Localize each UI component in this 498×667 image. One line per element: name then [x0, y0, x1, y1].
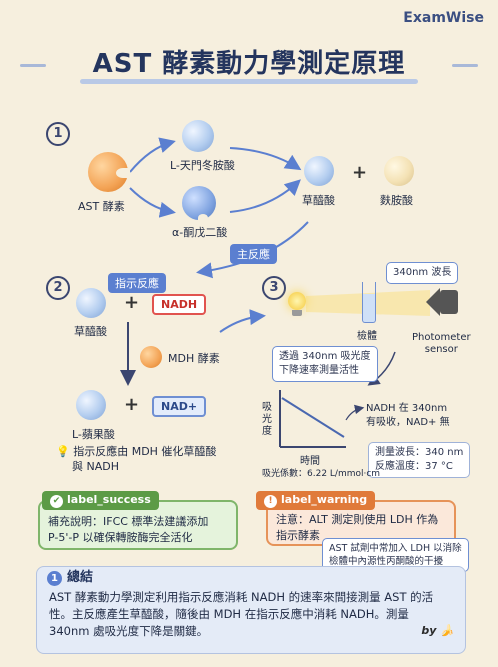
sensor-label: Photometer sensor — [412, 332, 471, 356]
measure-line1: 測量波長：340 nm — [375, 447, 464, 458]
title-block: AST 酵素動力學測定原理 — [20, 44, 478, 84]
summary-box: 1 總結 AST 酵素動力學測定利用指示反應消耗 NADH 的速率來間接測量 AS… — [36, 566, 466, 654]
step3-desc-line1: 透過 340nm 吸光度 — [279, 351, 371, 362]
oxaloacetate-label: 草醯酸 — [302, 194, 335, 207]
step1-number: 1 — [46, 122, 70, 146]
malate-molecule — [76, 390, 106, 420]
warning-tag: ! label_warning — [256, 491, 376, 510]
oxaloacetate-molecule-2 — [76, 288, 106, 318]
y-axis-label: 吸光度 — [262, 402, 272, 437]
success-tag-text: label_success — [67, 493, 151, 506]
warning-line2: 指示酵素 — [276, 529, 320, 542]
photometer-body — [440, 290, 458, 314]
photometer-icon — [426, 288, 440, 316]
nadplus-badge: NAD+ — [152, 396, 207, 417]
x-axis-label: 時間 — [300, 456, 320, 467]
step3-desc-line2: 下降速率測量活性 — [279, 365, 359, 376]
sensor-label-line2: sensor — [424, 344, 458, 355]
warning-line1: 注意：ALT 測定則使用 LDH 作為 — [276, 513, 439, 526]
plus-sign: + — [352, 162, 368, 183]
indicator-reaction-tag: 指示反應 — [108, 273, 166, 293]
mdh-enzyme-label: MDH 酵素 — [168, 352, 220, 365]
alpha-ketoglutarate-label: α-酮戊二酸 — [172, 226, 228, 239]
step2-number: 2 — [46, 276, 70, 300]
oxaloacetate-molecule — [304, 156, 334, 186]
bulb-base — [292, 310, 302, 316]
nadh-note-line1: NADH 在 340nm — [366, 403, 448, 414]
malate-label: L-蘋果酸 — [72, 428, 115, 441]
ast-enzyme-label: AST 酵素 — [78, 200, 125, 213]
nadh-badge: NADH — [152, 294, 207, 315]
aspartate-label: L-天門冬胺酸 — [170, 159, 235, 172]
summary-line2: 性。主反應產生草醯酸，隨後由 MDH 在指示反應中消耗 NADH。測量 — [49, 607, 409, 621]
absorbance-curve — [281, 397, 345, 438]
page-title: AST 酵素動力學測定原理 — [92, 49, 406, 79]
success-line2: P-5'-P 以確保轉胺酶完全活化 — [48, 531, 193, 544]
summary-heading: 1 總結 — [47, 569, 93, 586]
cuvette-icon — [362, 282, 376, 323]
warning-tag-text: label_warning — [281, 493, 368, 506]
sensor-label-line1: Photometer — [412, 332, 471, 343]
nadh-note-line2: 有吸收，NAD+ 無 — [366, 417, 450, 428]
warning-icon: ! — [264, 495, 277, 508]
glutamate-label: 麩胺酸 — [380, 194, 413, 207]
byline: by 🍌 — [421, 624, 454, 637]
brand-logo: ExamWise — [403, 10, 484, 26]
byline-text: by — [421, 624, 437, 637]
bulb-icon — [288, 292, 306, 310]
title-dash-left — [20, 64, 46, 67]
step2-note: 💡 指示反應由 MDH 催化草醯酸 與 NADH — [56, 444, 216, 474]
title-underline — [80, 79, 418, 84]
warning-sub-line2: 檢體中內源性丙酮酸的干擾 — [329, 556, 444, 567]
nadh-absorption-note: NADH 在 340nm 有吸收，NAD+ 無 — [366, 402, 450, 430]
glutamate-molecule — [384, 156, 414, 186]
plus-sign-2: + — [124, 292, 140, 313]
bulb-icon: 💡 — [56, 445, 70, 458]
success-line1: 補充說明：IFCC 標準法建議添加 — [48, 515, 209, 528]
warning-sub-line1: AST 試劑中常加入 LDH 以消除 — [329, 543, 462, 554]
banana-icon: 🍌 — [440, 624, 454, 637]
plus-sign-3: + — [124, 394, 140, 415]
step3-number: 3 — [262, 276, 286, 300]
success-tag: ✔ label_success — [42, 491, 159, 510]
step2-note-line2: 與 NADH — [72, 460, 119, 473]
extinction-coefficient: 吸光係數：6.22 L/mmol·cm — [262, 469, 381, 479]
step2-note-line1: 指示反應由 MDH 催化草醯酸 — [73, 445, 217, 458]
step3-description: 透過 340nm 吸光度 下降速率測量活性 — [272, 346, 378, 382]
measure-line2: 反應溫度：37 °C — [375, 461, 453, 472]
main-reaction-tag: 主反應 — [230, 244, 277, 264]
wavelength-callout: 340nm 波長 — [386, 262, 459, 284]
check-icon: ✔ — [50, 495, 63, 508]
summary-line1: AST 酵素動力學測定利用指示反應消耗 NADH 的速率來間接測量 AST 的活 — [49, 590, 434, 604]
title-dash-right — [452, 64, 478, 67]
sample-label: 檢體 — [357, 331, 377, 342]
mdh-enzyme-icon — [140, 346, 162, 368]
summary-heading-text: 總結 — [67, 570, 94, 585]
oxaloacetate-label-2: 草醯酸 — [74, 325, 107, 338]
aspartate-molecule — [182, 120, 214, 152]
measurement-conditions: 測量波長：340 nm 反應溫度：37 °C — [368, 442, 471, 478]
summary-number: 1 — [47, 571, 62, 586]
summary-line3: 340nm 處吸光度下降是關鍵。 — [49, 624, 209, 638]
